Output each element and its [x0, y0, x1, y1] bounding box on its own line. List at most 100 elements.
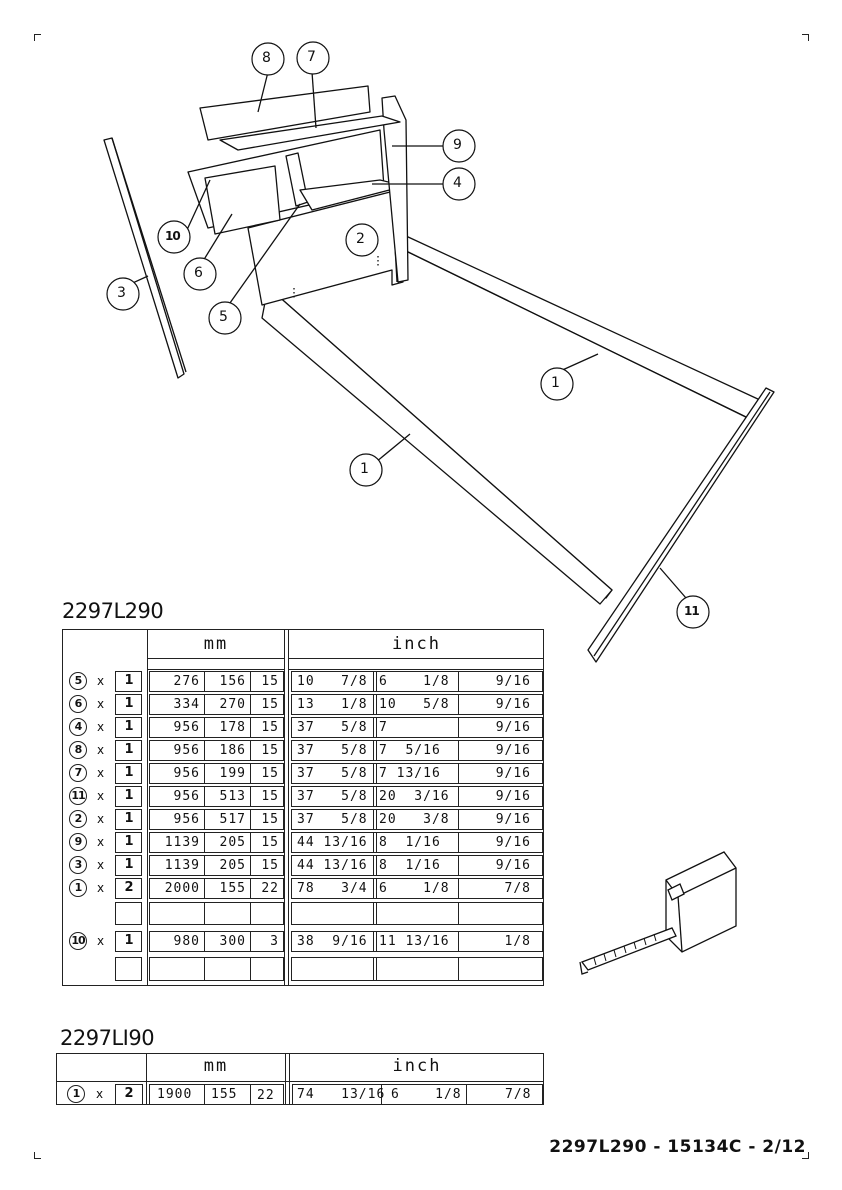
inch-value: 9/16	[495, 835, 531, 850]
mm-value: 1139	[164, 835, 200, 850]
mm-box	[250, 878, 284, 899]
part-circle: 6	[69, 695, 87, 713]
qty-value: 1	[124, 811, 134, 826]
mm-box	[250, 809, 284, 830]
times-sign: x	[97, 835, 105, 849]
callout-5: 5	[219, 309, 228, 325]
times-sign: x	[96, 1087, 104, 1101]
qty-value: 2	[124, 1086, 134, 1101]
mm-box	[250, 855, 284, 876]
mm-value: 517	[219, 812, 246, 827]
inch-value: 10 5/8	[379, 697, 450, 712]
mm-value: 15	[261, 835, 279, 850]
inch-value: 44 13/16	[297, 835, 368, 850]
mm-value: 270	[219, 697, 246, 712]
mm-value: 15	[261, 789, 279, 804]
divider	[288, 630, 289, 986]
times-sign: x	[97, 697, 105, 711]
qty-value: 1	[124, 719, 134, 734]
parts-table-2297LI90: mm inch 1 x 2 1900 155 22 74 13/16 6 1/8…	[56, 1053, 544, 1105]
mm-value: 15	[261, 766, 279, 781]
times-sign: x	[97, 674, 105, 688]
part-circle: 1	[69, 879, 87, 897]
qty-box	[115, 957, 142, 981]
inch-box	[458, 878, 543, 899]
empty-box	[373, 957, 459, 981]
part-circle: 1	[67, 1085, 85, 1103]
callout-3: 3	[117, 285, 126, 301]
mm-value: 205	[219, 835, 246, 850]
inch-box	[291, 671, 377, 692]
inch-value: 20 3/8	[379, 812, 450, 827]
inch-value: 9/16	[495, 858, 531, 873]
inch-box	[291, 809, 377, 830]
mm-thickness: 22	[257, 1088, 275, 1103]
empty-box	[373, 902, 459, 925]
mm-width: 155	[211, 1087, 238, 1102]
inch-value: 9/16	[495, 720, 531, 735]
mm-value: 2000	[164, 881, 200, 896]
inch-value: 9/16	[495, 674, 531, 689]
inch-value: 13 1/8	[297, 697, 368, 712]
qty-box	[115, 694, 142, 715]
page-footer: 2297L290 - 15134C - 2/12	[549, 1137, 806, 1157]
table2-title: 2297LI90	[60, 1026, 155, 1050]
mm-box	[250, 717, 284, 738]
qty-value: 1	[124, 673, 134, 688]
mm-value: 156	[219, 674, 246, 689]
part-circle: 4	[69, 718, 87, 736]
inch-value: 11 13/16	[379, 934, 450, 949]
qty-box	[115, 740, 142, 761]
callout-8: 8	[262, 50, 271, 66]
mm-value: 178	[219, 720, 246, 735]
callout-4: 4	[453, 175, 462, 191]
part-circle: 9	[69, 833, 87, 851]
mm-box	[250, 931, 284, 952]
inch-box	[291, 717, 377, 738]
inch-value: 6 1/8	[379, 881, 450, 896]
empty-box	[149, 957, 205, 981]
mm-box	[250, 763, 284, 784]
inch-length: 74 13/16	[297, 1087, 386, 1102]
header-line	[288, 669, 544, 670]
mm-value: 15	[261, 720, 279, 735]
inch-box	[458, 809, 543, 830]
crop-mark-top-right	[802, 34, 809, 41]
mm-value: 956	[173, 789, 200, 804]
times-sign: x	[97, 858, 105, 872]
inch-value: 37 5/8	[297, 766, 368, 781]
inch-value: 20 3/16	[379, 789, 450, 804]
inch-value: 7 5/16	[379, 743, 441, 758]
mm-value: 956	[173, 812, 200, 827]
inch-box	[291, 931, 377, 952]
qty-value: 1	[124, 742, 134, 757]
mm-header: mm	[203, 1056, 229, 1076]
inch-box	[458, 786, 543, 807]
inch-value: 7 13/16	[379, 766, 441, 781]
qty-box	[115, 931, 142, 952]
mm-value: 3	[270, 934, 279, 949]
inch-box	[458, 671, 543, 692]
header-line	[288, 658, 544, 659]
inch-box	[458, 832, 543, 853]
times-sign: x	[97, 743, 105, 757]
inch-box	[291, 740, 377, 761]
qty-box	[115, 1084, 143, 1105]
mm-header: mm	[203, 634, 229, 654]
callout-11: 11	[684, 604, 700, 618]
inch-value: 37 5/8	[297, 720, 368, 735]
table1-title: 2297L290	[62, 599, 164, 623]
qty-value: 1	[124, 696, 134, 711]
mm-value: 956	[173, 766, 200, 781]
door-panel	[204, 165, 281, 235]
mm-value: 334	[173, 697, 200, 712]
empty-box	[250, 902, 284, 925]
inch-value: 7	[379, 720, 388, 735]
inch-width: 6 1/8	[391, 1087, 462, 1102]
qty-box	[115, 717, 142, 738]
side-panel-9	[381, 95, 409, 283]
header-line	[57, 1081, 544, 1082]
inch-header: inch	[392, 634, 441, 654]
mm-value: 980	[173, 934, 200, 949]
crop-mark-bottom-left	[34, 1152, 41, 1159]
